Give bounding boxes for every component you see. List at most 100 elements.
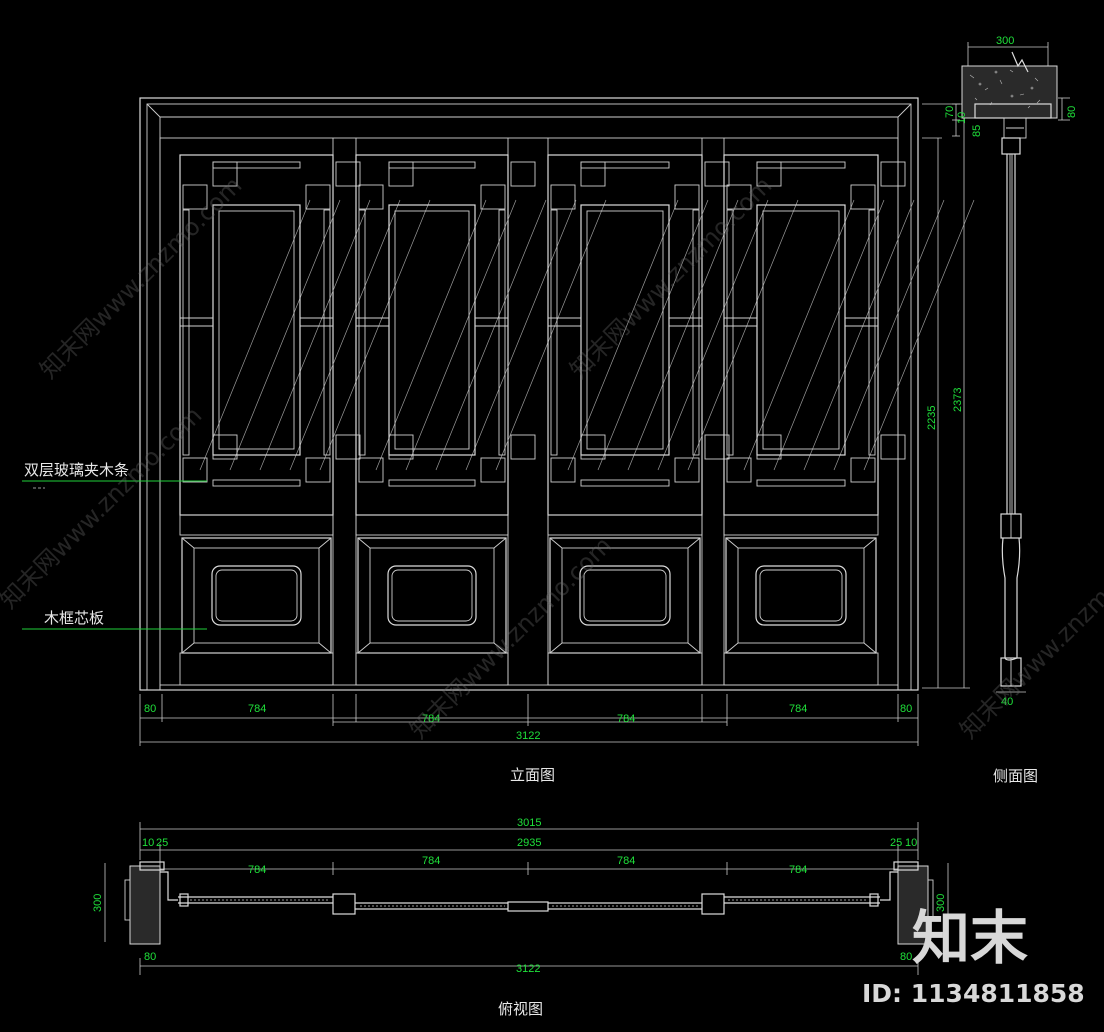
dim-top-784-b: 784 <box>422 855 440 867</box>
elevation-view: 双层玻璃夹木条 木框芯板 80 784 784 784 784 <box>22 97 975 784</box>
title-side-view: 侧面图 <box>993 767 1038 785</box>
dim-side-40: 40 <box>1001 696 1013 708</box>
glass-reflection <box>375 199 487 471</box>
raised-panel <box>725 537 877 654</box>
dim-80-left: 80 <box>144 703 156 715</box>
raised-panel-inner <box>369 547 495 644</box>
lattice-side <box>550 209 558 456</box>
dim-top-3122: 3122 <box>516 963 540 975</box>
middle-rail <box>723 514 879 536</box>
panel-cartouche-inner <box>391 569 473 622</box>
panel-cartouche <box>579 565 671 626</box>
lattice-side <box>358 209 366 456</box>
lattice-side <box>323 209 331 456</box>
label-glass: 双层玻璃夹木条 <box>24 461 129 479</box>
glass-reflection <box>259 199 371 471</box>
lattice-square <box>335 434 361 460</box>
dim-top-25-right: 25 <box>890 837 902 849</box>
lattice-side <box>498 209 506 456</box>
middle-rail <box>179 514 334 536</box>
lattice-square <box>358 184 384 210</box>
lattice-square <box>756 161 782 187</box>
glass-reflection <box>405 199 517 471</box>
lattice-bar <box>212 161 301 169</box>
middle-rail <box>355 514 509 536</box>
dim-height-2235: 2235 <box>926 406 938 430</box>
dim-side-85: 85 <box>971 125 983 137</box>
lattice-square <box>850 184 876 210</box>
bottom-rail <box>179 652 334 686</box>
lattice-square <box>756 434 782 460</box>
raised-panel <box>357 537 507 654</box>
lattice-side <box>692 209 700 456</box>
lattice-square <box>880 434 906 460</box>
lattice-square <box>305 457 331 483</box>
glass-reflection <box>863 199 975 471</box>
lattice-bar <box>388 161 476 169</box>
glass-reflection <box>743 199 855 471</box>
dim-top-10-left: 10 <box>142 837 154 849</box>
lattice-bar <box>756 479 846 487</box>
panel-cartouche <box>211 565 302 626</box>
lattice-square <box>674 184 700 210</box>
lattice-square <box>388 161 414 187</box>
bottom-rail <box>355 652 509 686</box>
glass-reflection <box>567 199 679 471</box>
glass-reflection <box>435 199 547 471</box>
glass-reflection <box>803 199 915 471</box>
dim-top-300-left: 300 <box>92 894 104 912</box>
panel-cartouche-inner <box>759 569 843 622</box>
label-panel: 木框芯板 <box>44 609 104 627</box>
lattice-bar <box>580 161 670 169</box>
lattice-bar <box>212 479 301 487</box>
dim-side-70: 70 <box>944 106 956 118</box>
dim-top-80-right: 80 <box>900 951 912 963</box>
lattice-center <box>580 204 670 456</box>
dim-height-2373: 2373 <box>952 388 964 412</box>
title-elevation: 立面图 <box>510 766 555 784</box>
top-view: 3015 2935 10 25 25 10 784 784 784 784 30… <box>92 817 949 1018</box>
dim-top-80-left: 80 <box>144 951 156 963</box>
drawing-id: ID: 1134811858 <box>862 979 1085 1008</box>
lattice-bar <box>580 479 670 487</box>
watermark-text-4: 知末网www.znzmo.com <box>0 401 207 614</box>
lattice-square <box>580 434 606 460</box>
lattice-square <box>850 457 876 483</box>
lattice-center <box>212 204 301 456</box>
lattice-center-inner <box>394 210 470 450</box>
dim-top-784-a: 784 <box>248 864 266 876</box>
title-top-view: 俯视图 <box>498 1000 543 1018</box>
dim-side-300: 300 <box>996 35 1014 47</box>
lattice-square <box>182 184 208 210</box>
dim-top-300-right: 300 <box>935 894 947 912</box>
lattice-square <box>305 184 331 210</box>
raised-panel-inner <box>737 547 865 644</box>
lattice-square <box>726 184 752 210</box>
raised-panel-inner <box>561 547 689 644</box>
dim-side-10: 10 <box>956 112 968 124</box>
dim-total-width: 3122 <box>516 730 540 742</box>
glass-reflection <box>465 199 577 471</box>
dim-top-784-d: 784 <box>789 864 807 876</box>
glass-reflection <box>657 199 769 471</box>
glass-reflection <box>773 199 885 471</box>
lattice-square <box>550 457 576 483</box>
dim-top-25-left: 25 <box>156 837 168 849</box>
lattice-side <box>726 209 734 456</box>
watermark-text-1: 知末网www.znzmo.com <box>34 171 247 384</box>
glass-reflection <box>833 199 945 471</box>
watermark-text-5: 知末网www.znzmo.com <box>954 531 1104 744</box>
lattice-square <box>335 161 361 187</box>
middle-rail <box>547 514 703 536</box>
dim-top-10-right: 10 <box>905 837 917 849</box>
glass-reflection <box>687 199 799 471</box>
logo-mark: 知末 <box>912 904 1028 972</box>
lattice-center <box>388 204 476 456</box>
lattice-square <box>674 457 700 483</box>
lattice-square <box>358 457 384 483</box>
panel-cartouche-inner <box>215 569 298 622</box>
lattice-square <box>480 457 506 483</box>
lattice-center <box>756 204 846 456</box>
lattice-side <box>868 209 876 456</box>
glass-reflection <box>597 199 709 471</box>
